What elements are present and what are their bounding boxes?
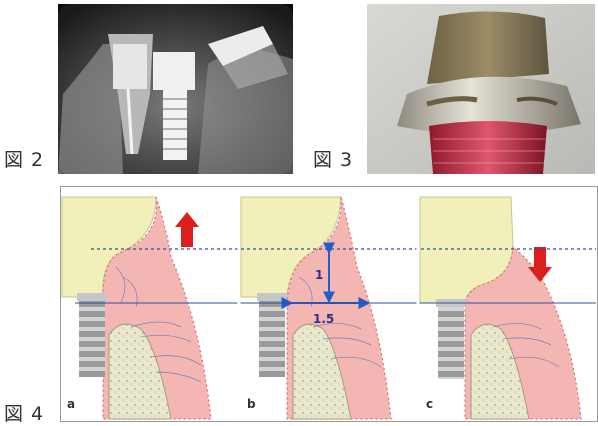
- abutment-photo: [367, 4, 595, 174]
- radiograph-image: [58, 4, 293, 174]
- gingiva-diagram: 1 1.5 a b c: [60, 186, 598, 422]
- panel-b-letter: b: [247, 397, 256, 411]
- panel-a: [62, 188, 238, 420]
- figure-2-label: 図 2: [4, 145, 44, 172]
- panel-a-letter: a: [67, 397, 75, 411]
- panel-c-letter: c: [426, 397, 433, 411]
- measure-horizontal: 1.5: [313, 312, 334, 326]
- figure-4-label: 図 4: [4, 399, 44, 426]
- measure-vertical: 1: [315, 268, 323, 282]
- panel-b: 1 1.5: [241, 188, 417, 420]
- figure-3-label: 図 3: [313, 145, 353, 172]
- panel-c: [420, 188, 596, 420]
